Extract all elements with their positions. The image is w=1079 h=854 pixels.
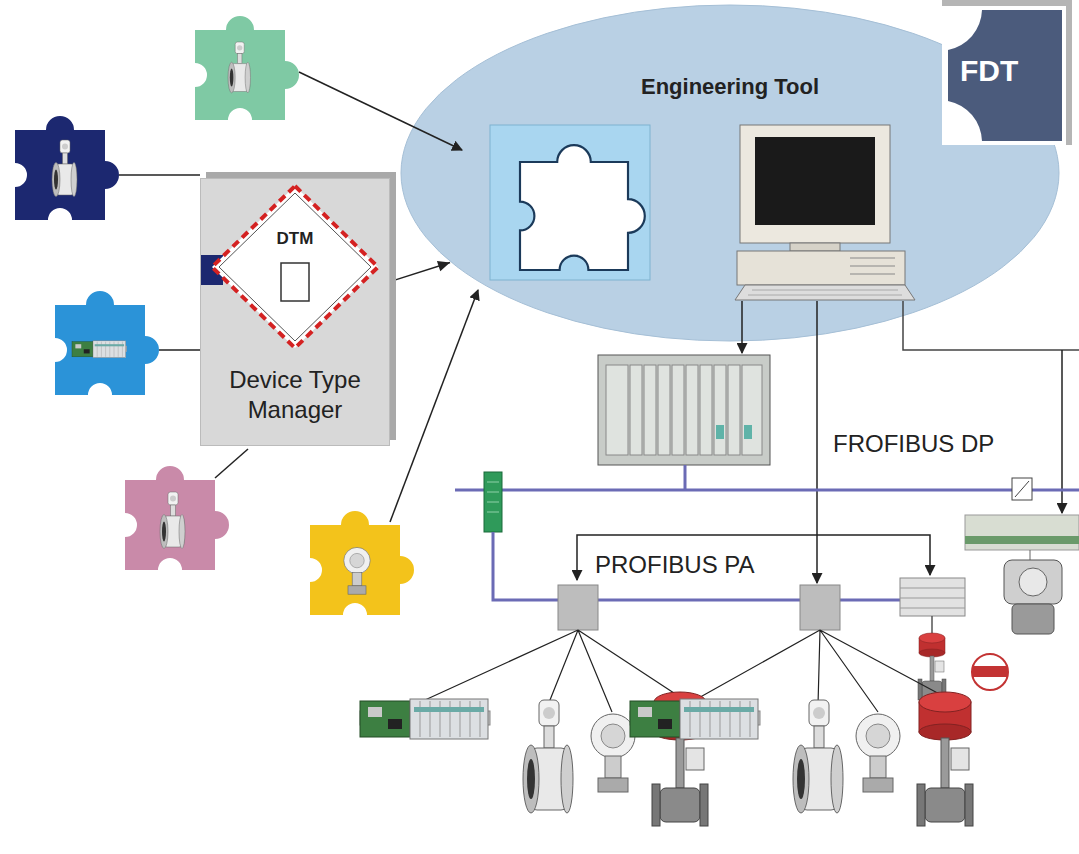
bus-label-text: PROFIBUS PA xyxy=(595,551,755,578)
monitor-case xyxy=(740,125,890,243)
dtm-diamond: DTM xyxy=(209,183,381,351)
positioner-body xyxy=(1004,560,1062,604)
dtm-label: DTM xyxy=(277,229,314,249)
keyboard xyxy=(735,285,915,300)
plc-module xyxy=(644,365,656,455)
positioner-dial xyxy=(1019,568,1047,596)
badge-band xyxy=(972,666,1008,677)
plc-module xyxy=(606,365,628,455)
monitor-screen xyxy=(755,137,875,225)
plc-led xyxy=(716,425,724,439)
link-arrow xyxy=(741,301,743,353)
arrowhead xyxy=(437,261,450,271)
puzzle-piece xyxy=(310,511,414,615)
fdt-logo: FDT xyxy=(942,0,1072,145)
coupler-ribs xyxy=(487,482,499,512)
puzzle-piece xyxy=(125,466,229,570)
puzzle-piece xyxy=(195,16,299,120)
plc-led xyxy=(744,425,752,439)
bus-terminator xyxy=(1012,478,1032,500)
leader-line xyxy=(119,174,200,176)
plc-module xyxy=(686,365,698,455)
link-line xyxy=(903,301,1079,350)
flowmeter xyxy=(523,700,573,813)
remote-io xyxy=(360,699,490,739)
device-icon xyxy=(160,492,185,549)
leader-line xyxy=(215,449,248,478)
monitor-stand xyxy=(790,243,840,251)
logo-mark xyxy=(948,10,1062,141)
device-icon xyxy=(52,140,77,197)
puzzle-piece xyxy=(15,116,119,220)
bus-label: PROFIBUS PA xyxy=(595,551,755,579)
bus-label-text: FROFIBUS DP xyxy=(833,430,994,457)
dp-device-strip xyxy=(965,536,1079,544)
dtm-box: Device Type Manager DTM xyxy=(200,178,390,446)
device-icon xyxy=(228,42,251,93)
diamond-inner xyxy=(219,193,371,341)
dp-device-bar xyxy=(965,515,1079,550)
ellipse-fill xyxy=(401,5,1059,341)
bus-drop xyxy=(684,465,687,490)
remote-io xyxy=(630,699,760,739)
plc-module xyxy=(658,365,670,455)
plc-rack xyxy=(598,355,770,465)
plc-module xyxy=(714,365,726,455)
terminator-slash xyxy=(1015,481,1029,497)
pc-base xyxy=(737,251,905,285)
segment-coupler xyxy=(484,472,502,532)
puzzle-slot xyxy=(520,145,645,270)
plug-in-arrow xyxy=(299,72,462,150)
device-icon xyxy=(72,341,127,358)
document-icon xyxy=(281,263,309,301)
diamond-outline xyxy=(209,183,381,351)
plc-module xyxy=(630,365,642,455)
puzzle-slot-ground xyxy=(490,125,650,280)
profibus-dp-line xyxy=(455,489,1079,492)
tool-title: Engineering Tool xyxy=(641,74,819,100)
logo-frame xyxy=(942,3,1069,145)
puzzle-piece xyxy=(55,291,159,395)
link-arrow xyxy=(816,301,818,583)
plc-module xyxy=(672,365,684,455)
link-stripes xyxy=(900,588,965,608)
logo-ground xyxy=(942,0,1072,145)
loop-arrow xyxy=(577,535,930,580)
junction-box xyxy=(558,585,598,630)
flowmeter xyxy=(793,700,843,813)
dtm-box-title: Device Type Manager xyxy=(207,365,383,425)
logo-text: FDT xyxy=(960,54,1018,88)
leader-line xyxy=(159,349,200,351)
plc-module xyxy=(728,365,740,455)
positioner-base xyxy=(1012,604,1054,634)
drop-line xyxy=(1030,550,1031,560)
plug-in-arrow xyxy=(390,290,478,522)
pressure-transmitter xyxy=(856,714,900,792)
diamond-fill xyxy=(212,186,378,348)
plc-module xyxy=(700,365,712,455)
plc-modules xyxy=(606,365,762,455)
control-valve xyxy=(917,692,973,826)
drive-slots xyxy=(850,258,895,274)
bus-label: FROFIBUS DP xyxy=(833,430,994,458)
junction-box xyxy=(800,585,840,630)
quality-badge xyxy=(972,654,1008,690)
dp-pa-link xyxy=(900,578,965,616)
plc-module xyxy=(742,365,762,455)
pressure-transmitter xyxy=(591,714,635,792)
connector xyxy=(390,261,450,282)
device-icon xyxy=(344,547,370,594)
keyboard-keys xyxy=(748,290,902,295)
